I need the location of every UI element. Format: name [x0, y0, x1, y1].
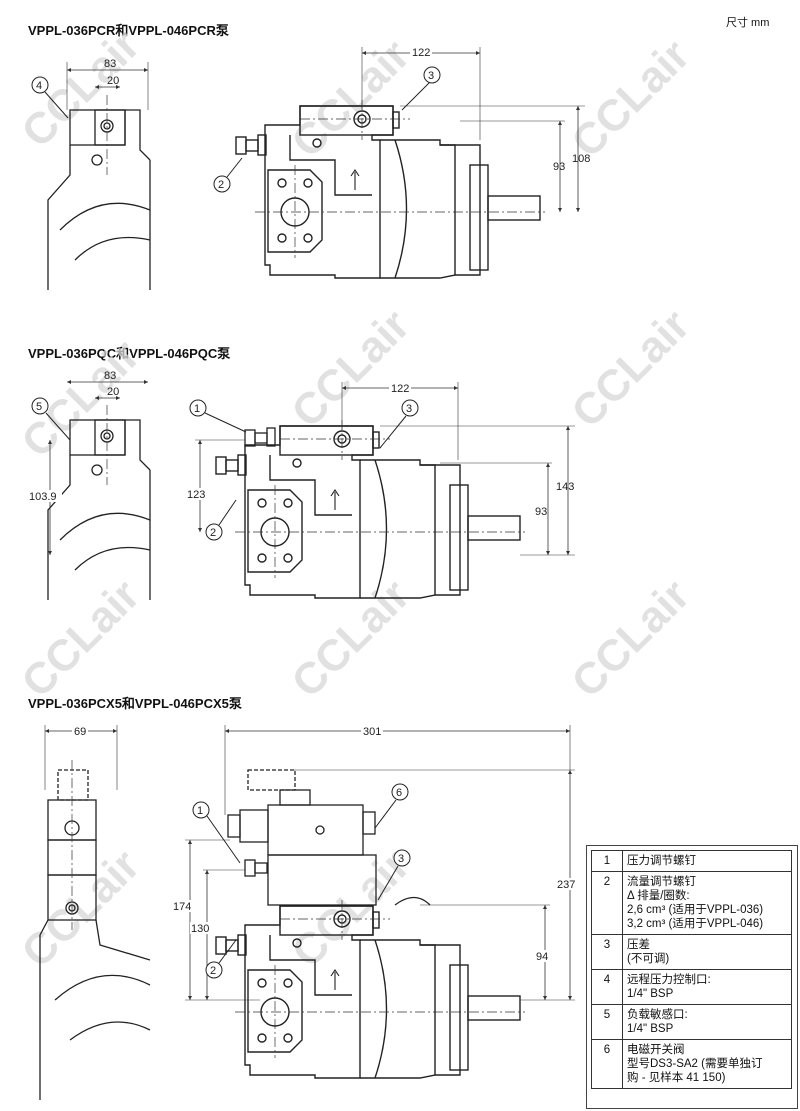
dim-130: 130: [191, 923, 209, 935]
dim-123: 123: [187, 489, 205, 501]
main-view-pqc: 122 123 93 143 1 3 2: [185, 381, 575, 599]
watermark-text: CCLair: [282, 570, 419, 707]
legend-line: 购 - 见样本 41 150): [627, 1072, 726, 1084]
dim-69: 69: [74, 726, 86, 738]
dim-20: 20: [107, 75, 119, 87]
section-title-pcx5: VPPL-036PCX5和VPPL-046PCX5泵: [28, 696, 242, 711]
legend-table: 1 压力调节螺钉 2 流量调节螺钉 Δ 排量/圈数: 2,6 cm³ (适用于VPPL-…: [591, 850, 792, 1089]
dim-122: 122: [391, 383, 409, 395]
legend-line: 压差: [627, 939, 650, 951]
side-view-pqc: 83 20 103.9 5: [28, 370, 151, 601]
legend-num: 3: [591, 934, 623, 970]
balloon-2: 2: [218, 179, 224, 191]
legend-text: 负载敏感口: 1/4" BSP: [622, 1004, 792, 1040]
main-view-pcx5: 301 174 130 237 94 6 1 3 2: [172, 724, 577, 1079]
dim-103-9: 103.9: [29, 491, 57, 503]
legend-text: 压力调节螺钉: [622, 850, 792, 872]
legend-row: 1 压力调节螺钉: [591, 850, 792, 872]
watermark-group: CCLair CCLair CCLair CCLair CCLair CCLai…: [12, 20, 699, 977]
legend-line: Δ 排量/圈数:: [627, 890, 690, 902]
dim-83: 83: [104, 370, 116, 382]
balloon-3: 3: [398, 853, 404, 865]
legend-line: 型号DS3-SA2 (需要单独订: [627, 1058, 763, 1070]
legend-num: 6: [591, 1039, 623, 1089]
legend-num: 5: [591, 1004, 623, 1040]
units-label: 尺寸 mm: [726, 17, 770, 29]
balloon-4: 4: [36, 80, 42, 92]
dim-301: 301: [363, 726, 381, 738]
balloon-1: 1: [197, 805, 203, 817]
watermark-text: CCLair: [282, 30, 419, 167]
side-view-pcr: 83 20 4: [31, 58, 151, 291]
legend-text: 电磁开关阀型号DS3-SA2 (需要单独订购 - 见样本 41 150): [622, 1039, 792, 1089]
dim-237: 237: [557, 879, 575, 891]
section-title-pcr: VPPL-036PCR和VPPL-046PCR泵: [28, 23, 229, 38]
legend-line: 压力调节螺钉: [627, 855, 696, 867]
dim-143: 143: [556, 481, 574, 493]
dim-83: 83: [104, 58, 116, 70]
balloon-1: 1: [194, 403, 200, 415]
watermark-text: CCLair: [12, 330, 149, 467]
legend-text: 压差 (不可调): [622, 934, 792, 970]
dim-20: 20: [107, 386, 119, 398]
main-view-pcr: 122 93 108 3 2: [213, 45, 590, 279]
watermark-text: CCLair: [12, 840, 149, 977]
watermark-text: CCLair: [562, 30, 699, 167]
legend-line: 负载敏感口:: [627, 1009, 688, 1021]
balloon-6: 6: [396, 787, 402, 799]
legend-text: 远程压力控制口: 1/4" BSP: [622, 969, 792, 1005]
legend-text: 流量调节螺钉 Δ 排量/圈数: 2,6 cm³ (适用于VPPL-036) 3,2 c…: [622, 871, 792, 935]
legend-row: 5 负载敏感口: 1/4" BSP: [591, 1004, 792, 1040]
dim-108: 108: [572, 153, 590, 165]
legend-line: (不可调): [627, 953, 670, 965]
legend-line: 流量调节螺钉: [627, 876, 696, 888]
legend-row: 3 压差 (不可调): [591, 934, 792, 970]
legend-line: 1/4" BSP: [627, 988, 674, 1000]
balloon-2: 2: [210, 527, 216, 539]
legend-line: 1/4" BSP: [627, 1023, 674, 1035]
watermark-text: CCLair: [562, 300, 699, 437]
dim-122: 122: [412, 47, 430, 59]
watermark-text: CCLair: [562, 570, 699, 707]
section-title-pqc: VPPL-036PQC和VPPL-046PQC泵: [28, 346, 231, 361]
legend-row: 4 远程压力控制口: 1/4" BSP: [591, 969, 792, 1005]
balloon-5: 5: [36, 401, 42, 413]
side-view-pcx5: 69: [39, 724, 151, 1100]
dim-93: 93: [535, 506, 547, 518]
legend-line: 电磁开关阀: [627, 1044, 685, 1056]
watermark-text: CCLair: [12, 570, 149, 707]
legend-num: 1: [591, 850, 623, 872]
balloon-3: 3: [406, 403, 412, 415]
balloon-2: 2: [210, 965, 216, 977]
balloon-3: 3: [428, 70, 434, 82]
legend-num: 4: [591, 969, 623, 1005]
dim-94: 94: [536, 951, 548, 963]
watermark-text: CCLair: [282, 300, 419, 437]
dim-174: 174: [173, 901, 191, 913]
legend-frame: [586, 845, 798, 1109]
legend-row: 2 流量调节螺钉 Δ 排量/圈数: 2,6 cm³ (适用于VPPL-036) 3,2 …: [591, 871, 792, 935]
legend-line: 远程压力控制口:: [627, 974, 711, 986]
dim-93: 93: [553, 161, 565, 173]
legend-num: 2: [591, 871, 623, 935]
legend-line: 3,2 cm³ (适用于VPPL-046): [627, 918, 764, 930]
legend-line: 2,6 cm³ (适用于VPPL-036): [627, 904, 764, 916]
